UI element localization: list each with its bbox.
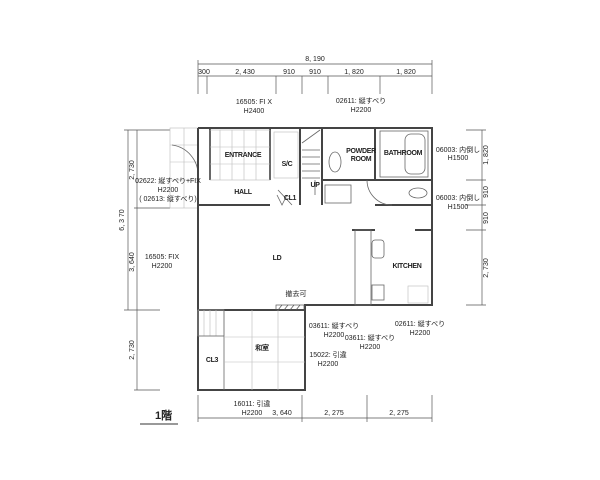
dim-left: 2, 730 xyxy=(129,340,136,360)
window-code: 03611: 縦すべり xyxy=(309,321,359,330)
dim-right: 2, 730 xyxy=(483,258,490,278)
window-code: 06003: 内倒し xyxy=(436,145,480,154)
dim-top: 910 xyxy=(283,69,295,76)
washitsu-floor xyxy=(197,304,305,390)
window-height: H2200 xyxy=(410,330,431,337)
room-washitsu: 和室 xyxy=(254,343,269,352)
window-code: 16505: FIX xyxy=(145,254,180,261)
window-height: H1500 xyxy=(448,204,469,211)
dim-top: 1, 820 xyxy=(344,69,364,76)
window-height: H2400 xyxy=(244,108,265,115)
window-height: H2200 xyxy=(242,410,263,417)
right-dimensions: 1, 820 910 910 2, 730 xyxy=(466,129,490,306)
window-code: 06003: 内倒し xyxy=(436,193,480,202)
window-note: ( 02613: 縦すべり) xyxy=(139,194,196,203)
dim-right: 1, 820 xyxy=(483,145,490,165)
window-height: H2200 xyxy=(360,344,381,351)
dim-top: 2, 430 xyxy=(235,69,255,76)
window-height: H2200 xyxy=(152,263,173,270)
dim-left-total: 6, 3 70 xyxy=(119,209,126,231)
room-cl3: CL3 xyxy=(206,357,219,364)
dim-top: 1, 820 xyxy=(396,69,416,76)
dim-bottom: 3, 640 xyxy=(272,410,292,417)
fixtures xyxy=(276,130,429,306)
dim-right: 910 xyxy=(483,212,490,224)
dim-bottom: 2, 275 xyxy=(389,410,409,417)
window-code: 16505: FI X xyxy=(236,99,273,106)
window-labels: 16505: FI X H2400 02611: 縦すべり H2200 0262… xyxy=(135,96,480,417)
dim-right: 910 xyxy=(483,186,490,198)
dim-top-total: 8, 190 xyxy=(305,56,325,63)
walls xyxy=(197,127,433,391)
room-powder: ROOM xyxy=(351,156,372,163)
window-code: 16011: 引違 xyxy=(234,399,271,408)
dim-left: 2, 730 xyxy=(129,160,136,180)
window-code: 03611: 縦すべり xyxy=(345,333,395,342)
room-hall: HALL xyxy=(234,189,252,196)
left-dimensions: 6, 3 70 2, 730 3, 640 2, 730 xyxy=(119,129,170,391)
window-height: H1500 xyxy=(448,155,469,162)
window-code: 02622: 縦すべり+FIX xyxy=(135,176,201,185)
window-code: 02611: 縦すべり xyxy=(395,319,445,328)
window-height: H2200 xyxy=(318,361,339,368)
stairs xyxy=(301,129,321,195)
window-height: H2200 xyxy=(351,107,372,114)
top-dimensions: 8, 190 300 2, 430 910 910 1, 820 1, 820 xyxy=(197,56,433,94)
room-entrance: ENTRANCE xyxy=(225,152,262,159)
bottom-dimensions: 3, 640 2, 275 2, 275 xyxy=(197,395,433,422)
room-cl1: CL1 xyxy=(284,195,297,202)
dim-bottom: 2, 275 xyxy=(324,410,344,417)
window-height: H2200 xyxy=(158,187,179,194)
room-kitchen: KITCHEN xyxy=(392,263,421,270)
dim-top: 300 xyxy=(198,69,210,76)
window-code: 02611: 縦すべり xyxy=(336,96,386,105)
dim-top: 910 xyxy=(309,69,321,76)
entrance-floor xyxy=(209,129,299,181)
dim-left: 3, 640 xyxy=(129,252,136,272)
room-ld: LD xyxy=(273,255,282,262)
window-code: 15022: 引違 xyxy=(309,350,346,359)
stairs-up: UP xyxy=(310,182,320,189)
floor-title: 1階 xyxy=(155,408,172,422)
room-powder: POWDER xyxy=(346,148,376,155)
removable-wall-note: 撤去可 xyxy=(286,289,307,298)
window-height: H2200 xyxy=(324,332,345,339)
room-bathroom: BATHROOM xyxy=(384,150,423,157)
room-sc: S/C xyxy=(282,161,293,168)
